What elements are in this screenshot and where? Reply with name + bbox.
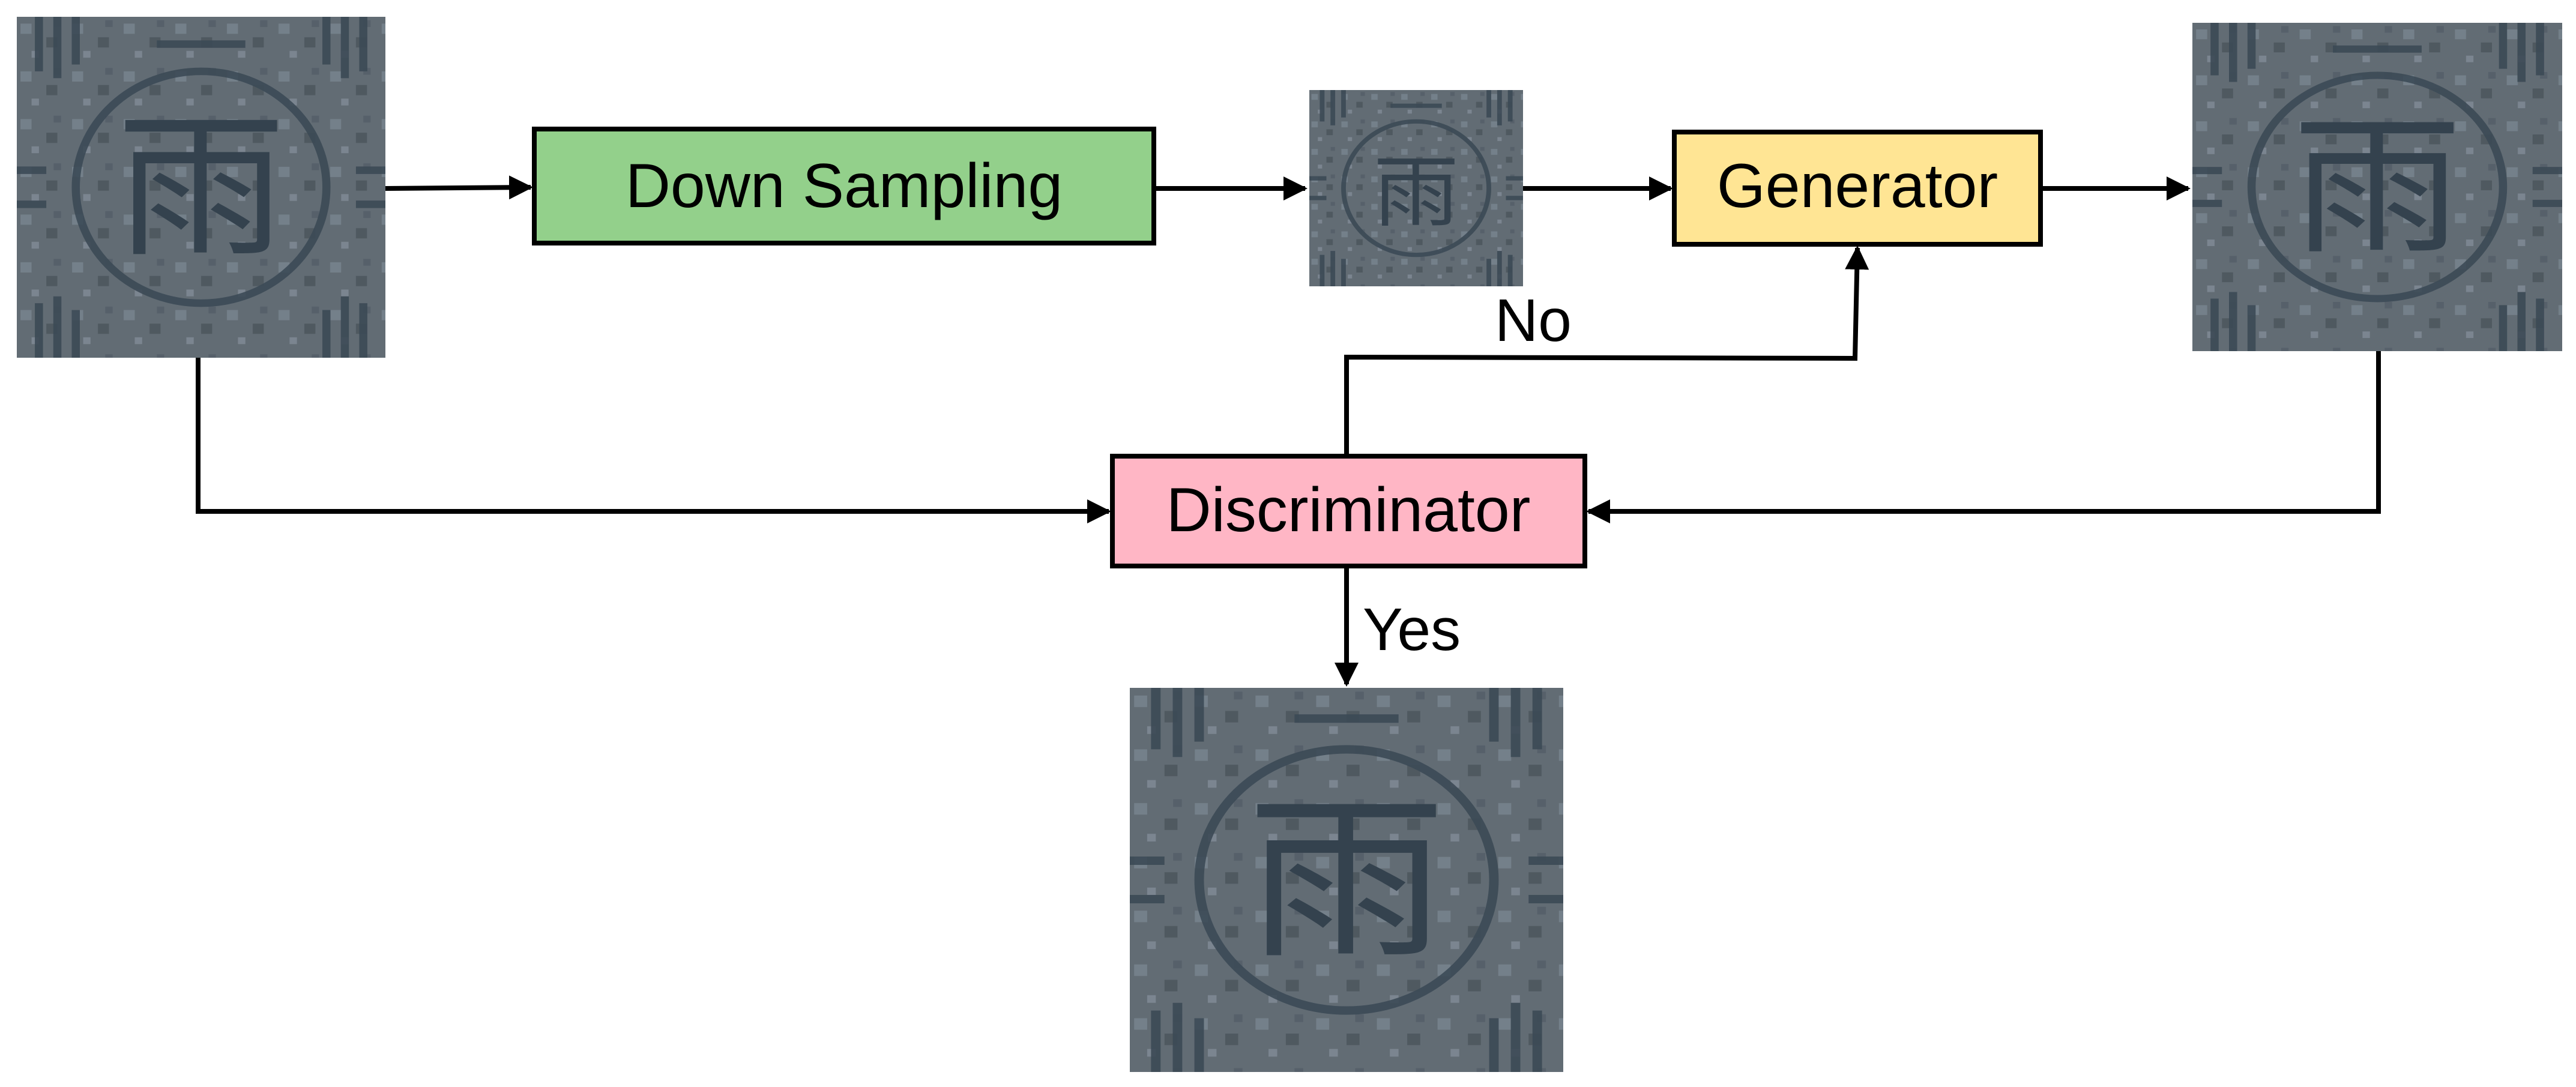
- yes-label: Yes: [1363, 596, 1461, 663]
- no-label: No: [1495, 287, 1572, 354]
- arrow-input-to-downsampling: [385, 175, 533, 200]
- output-image: 雨: [1130, 688, 1563, 1072]
- generator-label: Generator: [1717, 151, 1998, 221]
- down-sampling-box: Down Sampling: [532, 127, 1156, 245]
- arrow-generated-to-discriminator: [1586, 351, 2381, 523]
- downsampled-image: 雨: [1309, 90, 1523, 286]
- svg-text:雨: 雨: [116, 97, 286, 279]
- down-sampling-label: Down Sampling: [626, 151, 1063, 221]
- arrow-input-to-discriminator: [196, 358, 1111, 523]
- discriminator-box: Discriminator: [1110, 454, 1587, 568]
- discriminator-label: Discriminator: [1166, 475, 1531, 545]
- generator-box: Generator: [1672, 130, 2043, 247]
- input-image: 雨: [17, 17, 385, 358]
- svg-text:雨: 雨: [2292, 100, 2462, 276]
- svg-text:雨: 雨: [1247, 778, 1446, 983]
- arrow-discriminator-feedback-no: [1344, 245, 1869, 456]
- generated-image: 雨: [2192, 23, 2562, 351]
- svg-text:雨: 雨: [1374, 147, 1459, 238]
